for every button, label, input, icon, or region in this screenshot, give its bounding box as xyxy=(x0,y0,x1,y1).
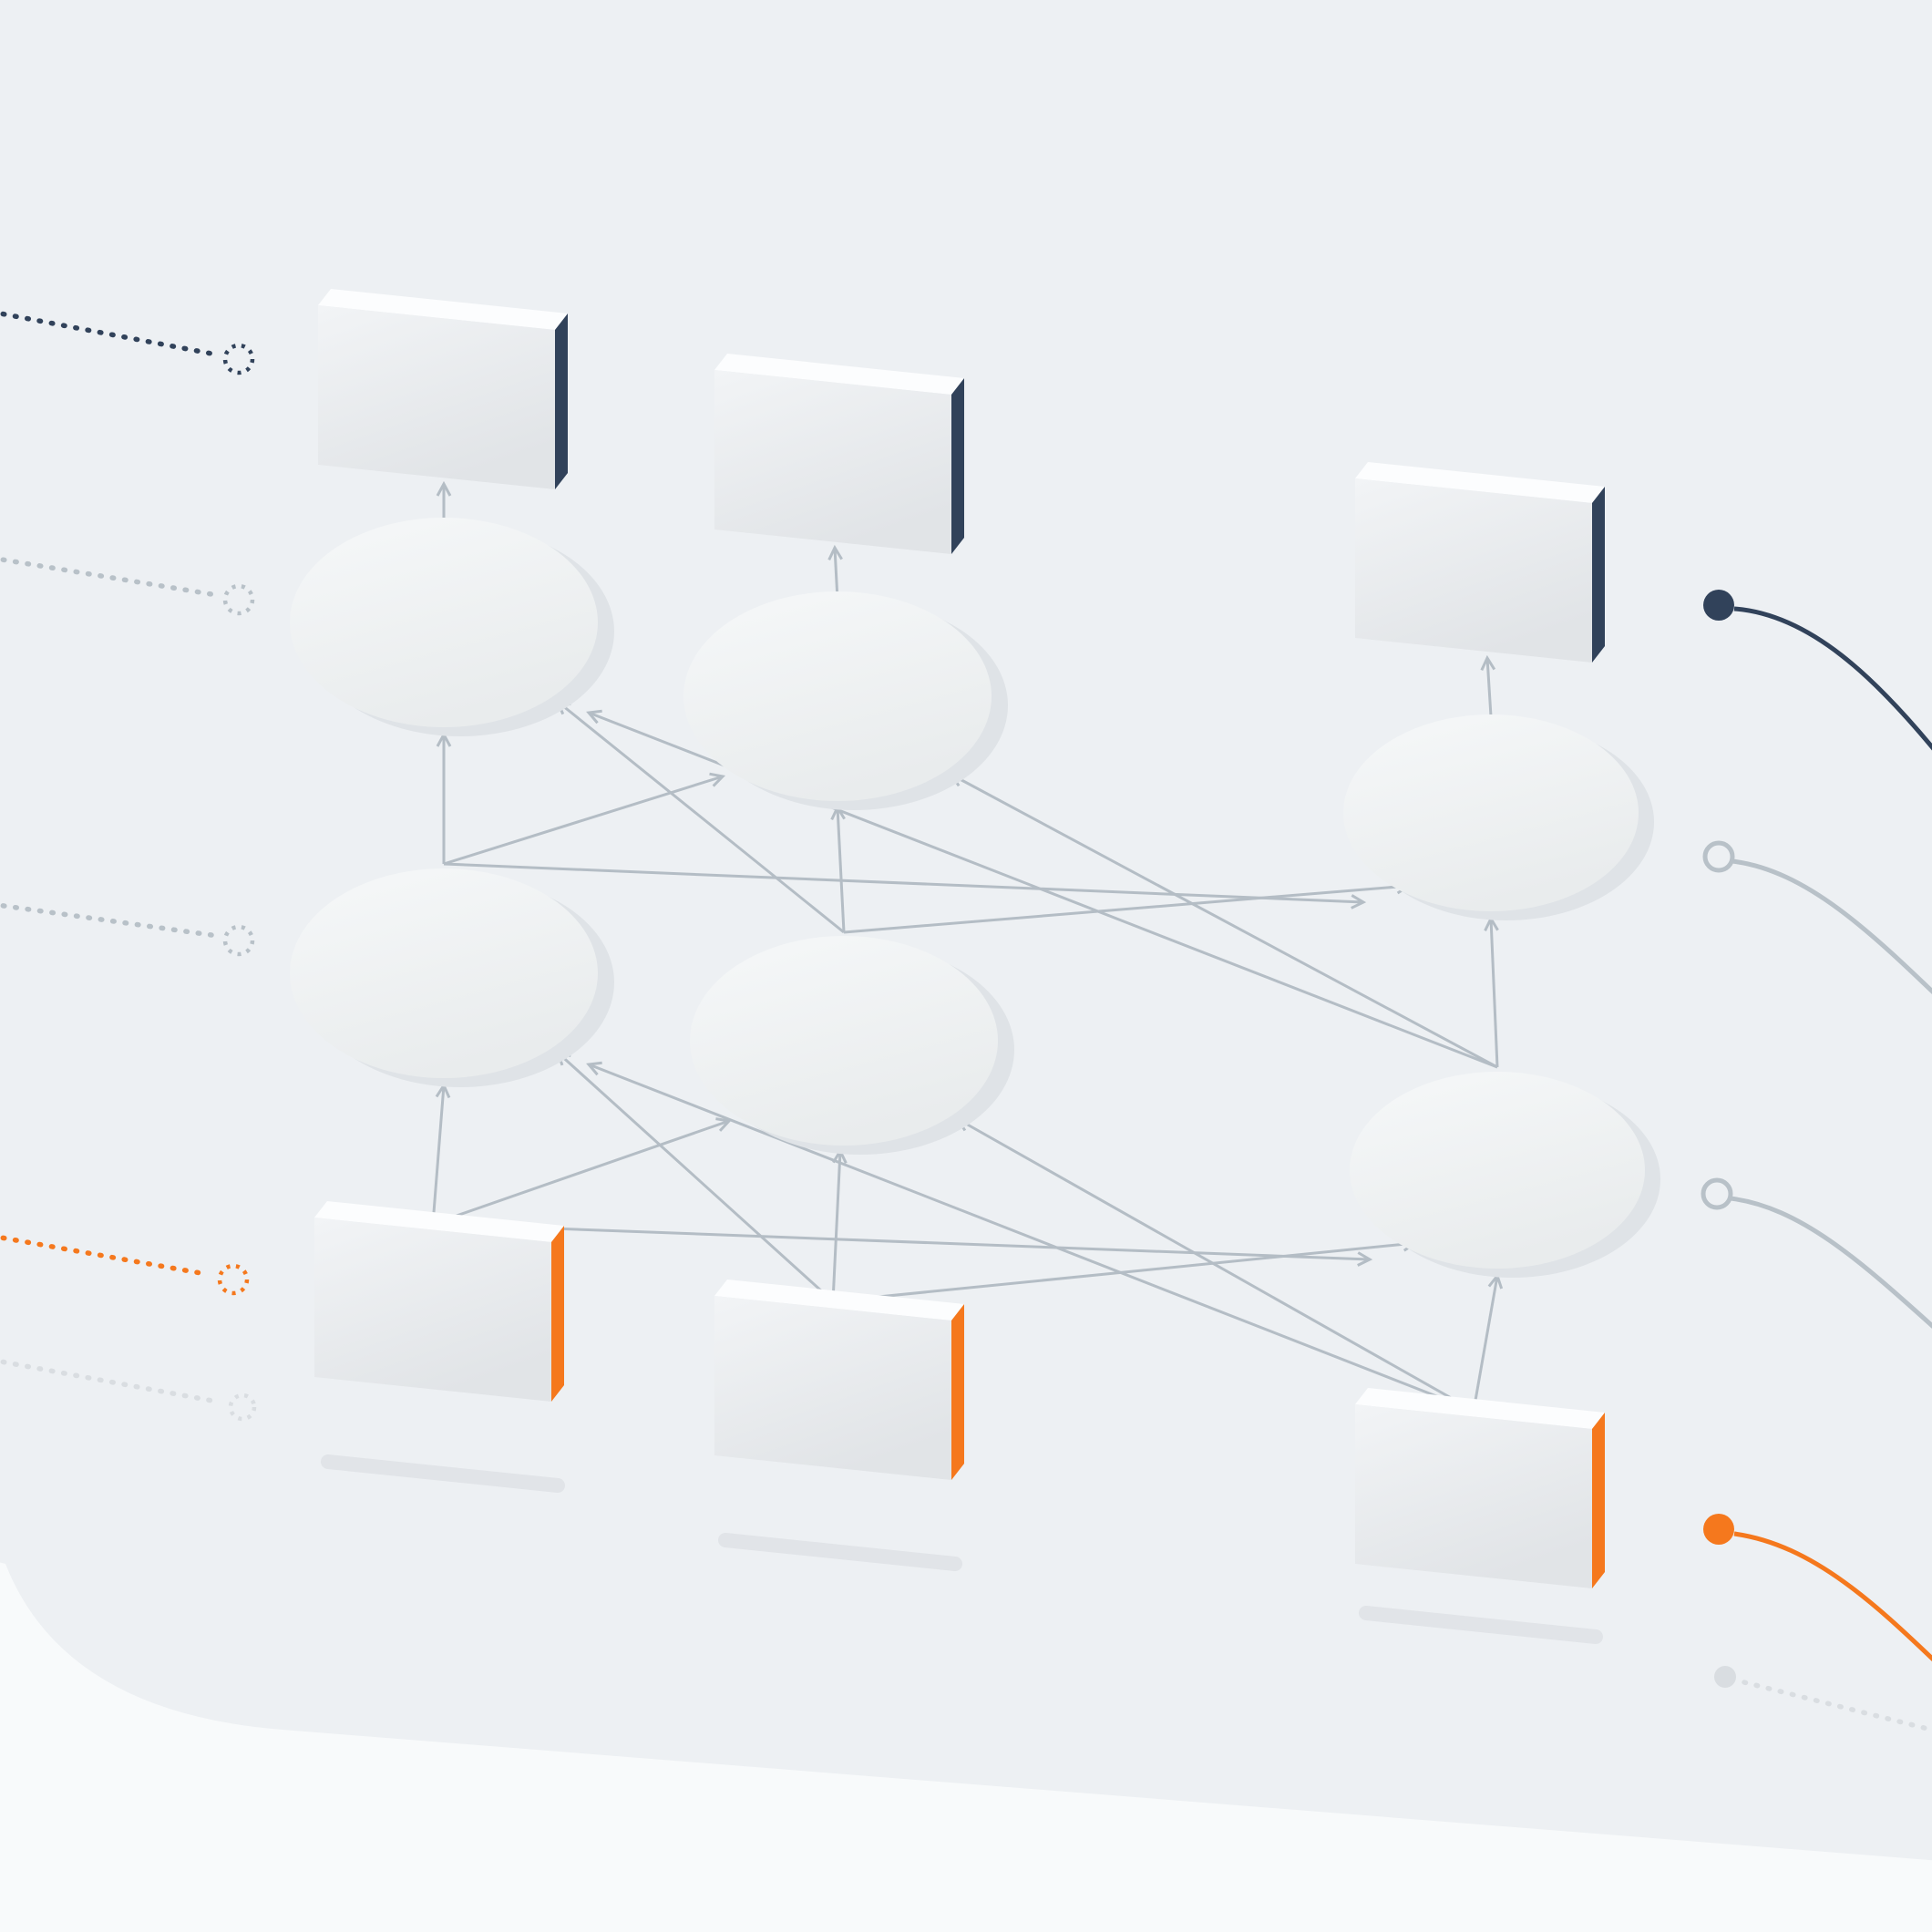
arrow-in2-h1b xyxy=(831,1147,848,1302)
gray-dashed-line-1 xyxy=(0,556,214,597)
arrow-in1-h1b xyxy=(432,1117,732,1226)
output-boxes xyxy=(318,289,1605,663)
output-box-2-edge xyxy=(951,378,964,554)
hidden-nodes xyxy=(290,518,1660,1278)
gray-curve-line-2 xyxy=(1730,1196,1932,1329)
output-box-2-face xyxy=(714,370,951,554)
faint-dotted-line xyxy=(1742,1680,1932,1733)
hidden-node-1c xyxy=(1350,1072,1660,1278)
reflection-strip-2 xyxy=(718,1533,962,1571)
arrow-h1c-h2b xyxy=(949,773,1498,1069)
input-box-2-top xyxy=(714,1279,964,1321)
hidden-node-2a-face xyxy=(290,518,598,727)
hidden-node-1b xyxy=(690,936,1014,1155)
reflection-strip-3 xyxy=(1359,1606,1603,1644)
input-box-2 xyxy=(714,1279,964,1480)
navy-dashed-ring-icon xyxy=(222,343,255,375)
input-box-3-edge xyxy=(1592,1413,1605,1588)
faint-dot-icon xyxy=(1714,1666,1736,1688)
hidden-node-1b-face xyxy=(690,936,998,1146)
navy-dashed-connector xyxy=(0,311,255,375)
orange-dot-icon xyxy=(1703,1514,1734,1545)
gray-curve-2 xyxy=(1701,1177,1932,1329)
left-dashed-connectors xyxy=(0,311,257,1422)
orange-curve xyxy=(1703,1514,1932,1662)
arrow-h2b-out2 xyxy=(827,544,843,601)
input-box-3-top xyxy=(1355,1388,1605,1429)
faint-dashed-connector xyxy=(0,1359,257,1422)
output-box-1 xyxy=(318,289,568,489)
input-box-2-edge xyxy=(951,1304,964,1480)
gray-curve-line-1 xyxy=(1732,858,1932,995)
hidden-node-1c-face xyxy=(1350,1072,1645,1269)
output-box-1-face xyxy=(318,305,555,489)
arrow-h1b-h2b xyxy=(830,804,846,933)
output-box-3-top xyxy=(1355,462,1605,503)
arrow-in1-h1c xyxy=(432,1222,1373,1267)
gray-ring-icon-1 xyxy=(1702,840,1735,873)
gray-curve-1 xyxy=(1702,840,1932,995)
navy-curve-line xyxy=(1733,606,1932,751)
output-box-3-edge xyxy=(1592,487,1605,663)
arrow-in2-h1c xyxy=(832,1236,1419,1303)
output-box-1-edge xyxy=(555,313,568,489)
input-box-1 xyxy=(314,1201,564,1402)
orange-dashed-ring-icon xyxy=(217,1263,250,1296)
orange-curve-line xyxy=(1733,1531,1932,1662)
hidden-node-2b xyxy=(683,591,1008,810)
gray-dashed-line-2 xyxy=(0,902,214,938)
orange-dashed-connector xyxy=(0,1234,250,1296)
input-box-3 xyxy=(1355,1388,1605,1588)
tilted-backdrop-panel xyxy=(0,0,1932,1861)
arrow-h1a-h2b xyxy=(443,772,726,866)
faint-dashed-line xyxy=(0,1359,220,1404)
gray-dashed-ring-icon-1 xyxy=(222,583,255,616)
navy-dot-icon xyxy=(1703,590,1734,621)
output-box-3 xyxy=(1355,462,1605,663)
input-box-3-face xyxy=(1355,1404,1592,1588)
arrow-h1b-h2c xyxy=(843,879,1413,934)
gray-ring-icon-2 xyxy=(1701,1177,1733,1210)
reflection-strip-1 xyxy=(321,1454,565,1493)
arrow-h1a-h2c xyxy=(443,862,1367,909)
hidden-node-2b-face xyxy=(683,591,992,801)
output-box-2-top xyxy=(714,354,964,395)
hidden-node-2c-face xyxy=(1343,714,1639,911)
gray-dashed-connector-1 xyxy=(0,556,255,616)
orange-dashed-line xyxy=(0,1234,209,1277)
input-box-1-top xyxy=(314,1201,564,1242)
input-box-1-edge xyxy=(551,1226,564,1402)
navy-dashed-line xyxy=(0,311,214,356)
reflection-strips xyxy=(321,1454,1603,1644)
hidden-node-2c xyxy=(1343,714,1654,920)
arrow-h1b-h2a xyxy=(555,700,845,934)
output-box-3-face xyxy=(1355,478,1592,663)
faint-dotted-tail xyxy=(1714,1666,1932,1733)
hidden-node-1a xyxy=(290,868,614,1087)
output-box-2 xyxy=(714,354,964,554)
faint-dashed-ring-icon xyxy=(228,1392,257,1422)
arrow-h2c-out3 xyxy=(1480,654,1496,717)
input-boxes xyxy=(314,1201,1605,1588)
connection-arrows xyxy=(431,480,1504,1413)
gray-dashed-connector-2 xyxy=(0,902,255,957)
hidden-node-2a xyxy=(290,518,614,736)
arrow-in3-h1c xyxy=(1472,1272,1504,1412)
gray-dashed-ring-icon-2 xyxy=(222,924,255,957)
right-curved-connectors xyxy=(1701,590,1932,1733)
output-box-1-top xyxy=(318,289,568,330)
arrow-in1-h1a xyxy=(431,1082,451,1225)
arrow-in3-h1a xyxy=(586,1061,1475,1413)
navy-curve xyxy=(1703,590,1932,751)
input-box-1-face xyxy=(314,1218,551,1402)
arrow-in3-h1b xyxy=(955,1117,1475,1413)
input-box-2-face xyxy=(714,1296,951,1480)
hidden-node-1a-face xyxy=(290,868,598,1078)
arrow-in2-h1a xyxy=(555,1050,835,1303)
arrow-h1c-h2c xyxy=(1484,915,1499,1068)
